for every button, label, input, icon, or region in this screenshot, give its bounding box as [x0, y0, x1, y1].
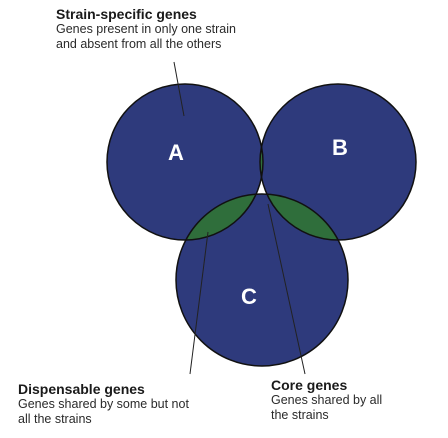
strain-specific-title: Strain-specific genes	[56, 6, 197, 22]
dispensable-annotation: Dispensable genes Genes shared by some b…	[18, 381, 238, 427]
pointer-strain-specific	[173, 61, 185, 117]
circle-c	[176, 194, 348, 366]
label-b: B	[332, 135, 348, 160]
circle-a	[107, 84, 263, 240]
circle-b	[260, 84, 416, 240]
core-annotation: Core genes Genes shared by all the strai…	[271, 377, 431, 423]
label-a: A	[168, 140, 184, 165]
dispensable-desc-line1: Genes shared by some but not	[18, 397, 189, 411]
dispensable-desc-line2: all the strains	[18, 412, 92, 426]
pointer-dispensable	[189, 231, 209, 375]
core-desc-line2: the strains	[271, 408, 329, 422]
strain-specific-desc-line2: and absent from all the others	[56, 37, 222, 51]
dispensable-title: Dispensable genes	[18, 381, 145, 397]
circle-a-outline	[106, 83, 264, 241]
core-title: Core genes	[271, 377, 348, 393]
strain-specific-desc-line1: Genes present in only one strain	[56, 22, 236, 36]
core-desc-line1: Genes shared by all	[271, 393, 383, 407]
strain-specific-annotation: Strain-specific genes Genes present in o…	[56, 6, 296, 52]
circle-c-outline	[175, 193, 349, 367]
label-c: C	[241, 284, 257, 309]
pointer-core	[267, 203, 306, 375]
